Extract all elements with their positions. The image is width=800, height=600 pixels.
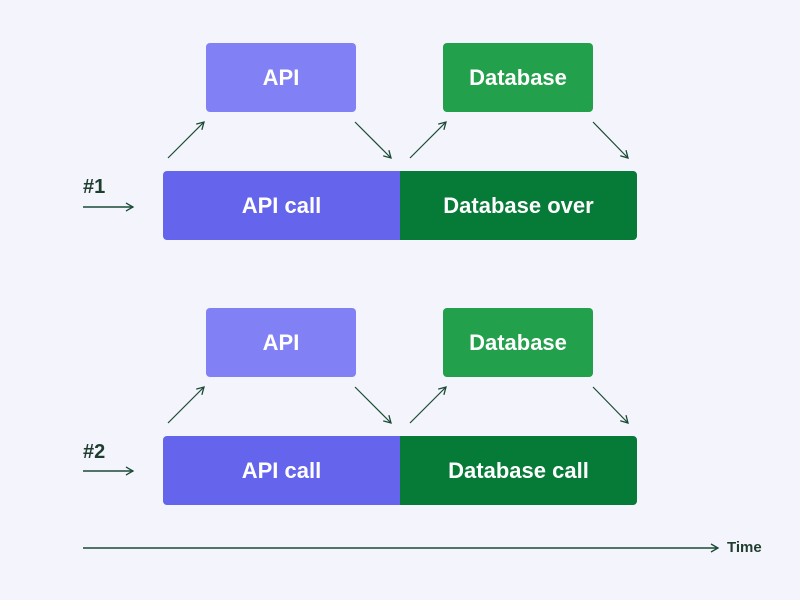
arrow-down-from-api-2: [354, 386, 392, 424]
arrow-down-from-api-1: [354, 121, 392, 159]
arrow-up-to-api-2: [167, 386, 205, 424]
time-label: Time: [727, 539, 762, 556]
api-call-box-1: API call: [163, 171, 400, 240]
row-label-1: #1: [83, 176, 106, 198]
row-label-2: #2: [83, 441, 106, 463]
database-box-small-1: Database: [443, 43, 593, 112]
api-box-small-2: API: [206, 308, 356, 377]
arrow-up-to-db-1: [409, 121, 447, 159]
arrow-down-from-db-1: [592, 121, 629, 159]
arrow-down-from-db-2: [592, 386, 629, 424]
api-call-box-2: API call: [163, 436, 400, 505]
arrow-up-to-db-2: [409, 386, 447, 424]
database-box-big-1: Database over: [400, 171, 637, 240]
api-box-small-1: API: [206, 43, 356, 112]
database-call-box-2: Database call: [400, 436, 637, 505]
database-box-small-2: Database: [443, 308, 593, 377]
arrow-up-to-api-1: [167, 121, 205, 159]
